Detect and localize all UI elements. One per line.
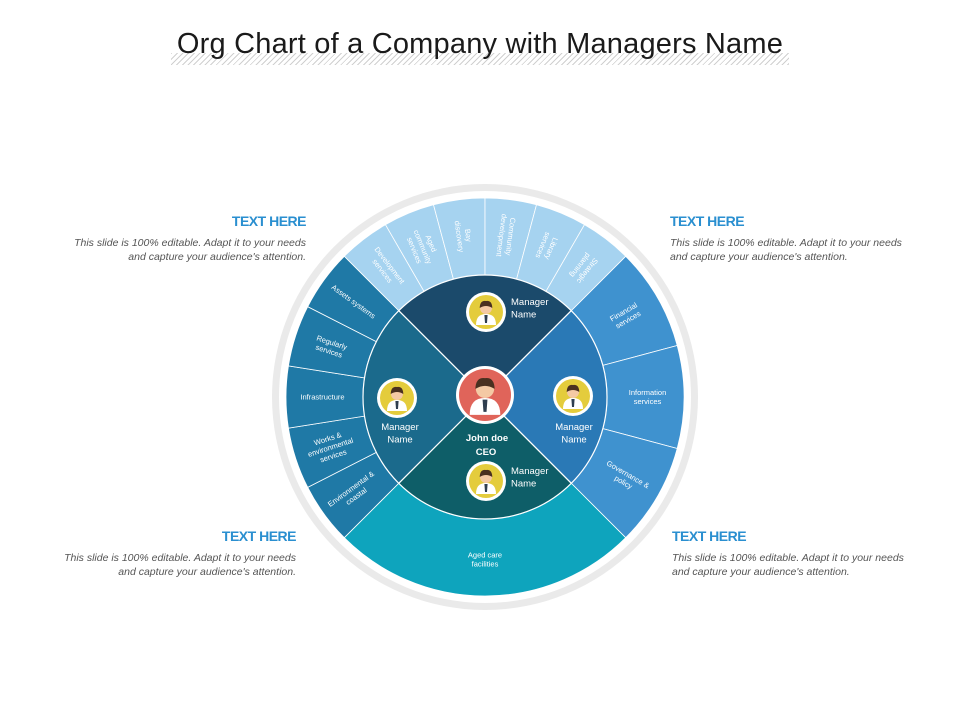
avatar-tie (571, 399, 575, 407)
avatar-tie (484, 484, 488, 492)
avatar-tie (484, 315, 488, 323)
avatar-hair (479, 300, 493, 308)
text-block-heading: TEXT HERE (221, 528, 297, 544)
title-wrap: Org Chart of a Company with Managers Nam… (0, 28, 960, 65)
department-label-left: Works &environmentalservices (304, 427, 357, 467)
ceo-name: John doe (466, 433, 508, 444)
text-block-body: This slide is 100% editable. Adapt it to… (672, 552, 904, 578)
manager-quadrant-top (397, 274, 573, 398)
manager-quadrant-right (484, 309, 608, 485)
text-block-top-left: TEXT HERE This slide is 100% editable. A… (56, 213, 306, 264)
avatar-hair (479, 469, 493, 477)
manager-quadrant-bottom (397, 396, 573, 520)
department-label-left: Infrastructure (300, 393, 344, 402)
text-block-heading: TEXT HERE (672, 528, 747, 544)
text-block-bottom-right: TEXT HERE This slide is 100% editable. A… (672, 528, 922, 579)
ceo-avatar (456, 366, 514, 424)
avatar-tie (395, 401, 399, 409)
text-block-body: This slide is 100% editable. Adapt it to… (64, 552, 296, 578)
text-block-body: This slide is 100% editable. Adapt it to… (74, 237, 306, 263)
manager-avatar-left (377, 378, 417, 418)
ceo-role: CEO (476, 447, 497, 458)
manager-avatar-bottom (466, 461, 506, 501)
avatar-hair (390, 386, 404, 394)
manager-avatar-right (553, 376, 593, 416)
manager-avatar-top (466, 292, 506, 332)
avatar-hair (566, 384, 580, 392)
avatar-tie (482, 399, 488, 412)
text-block-heading: TEXT HERE (670, 213, 745, 229)
manager-quadrant-left (362, 309, 486, 485)
text-block-bottom-left: TEXT HERE This slide is 100% editable. A… (46, 528, 296, 579)
page-title: Org Chart of a Company with Managers Nam… (170, 28, 790, 65)
department-label-top: Baydiscovery (453, 219, 475, 253)
text-block-top-right: TEXT HERE This slide is 100% editable. A… (670, 213, 920, 264)
department-label-top: Agedcommunityservices (403, 225, 442, 269)
text-block-heading: TEXT HERE (231, 213, 307, 229)
avatar-hair (475, 378, 495, 389)
text-block-body: This slide is 100% editable. Adapt it to… (670, 237, 902, 263)
